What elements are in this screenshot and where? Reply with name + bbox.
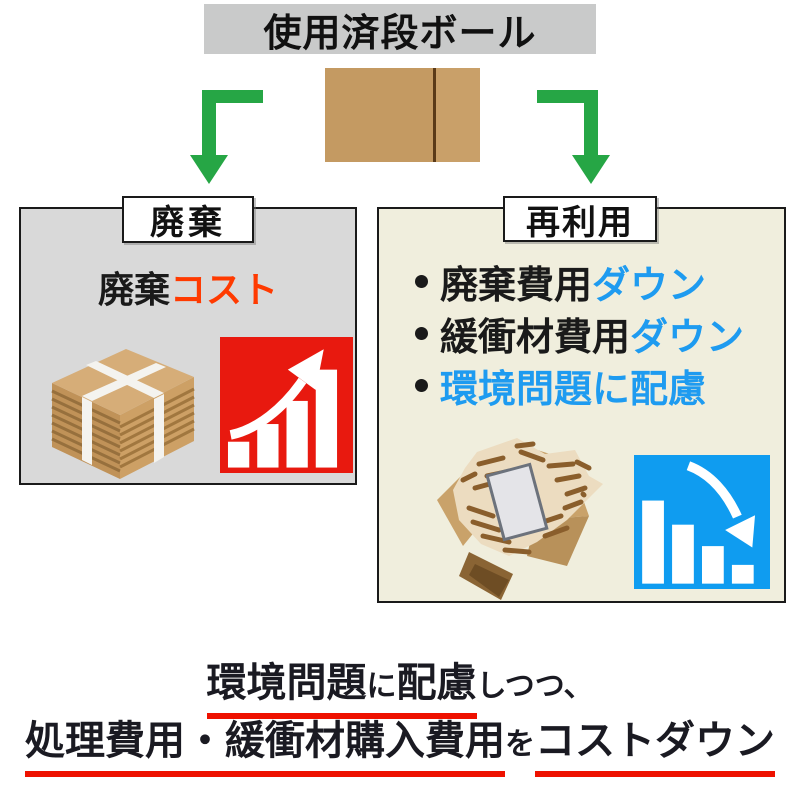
bullet-blue-part: ダウン [592,262,707,307]
bullet-black-part: 緩衝材費用 [440,314,631,359]
cardboard-right-panel [436,68,480,162]
cost-rising-bar-chart-icon [220,337,353,473]
box-with-shredded-cushioning-icon [417,424,617,604]
footer-text: 配慮 [396,660,477,706]
reuse-bullet-list: 廃棄費用ダウン 緩衝材費用ダウン 環境問題に配慮 [415,255,744,411]
flow-arrows [0,80,800,190]
footer-text: に [366,669,397,704]
footer-line2-main: 処理費用・緩衝材購入費用 [25,708,505,777]
header-title: 使用済段ボール [204,4,596,55]
footer-line2-particle: を [505,727,535,762]
disposal-caption: 廃棄コスト [21,261,355,313]
bullet-dot-icon [415,274,428,288]
disposal-panel: 廃棄コスト [19,207,357,485]
footer-line-2: 処理費用・緩衝材購入費用をコストダウン [0,708,800,777]
disposal-caption-black: 廃棄 [97,270,170,311]
bullet-text: 廃棄費用ダウン [440,254,706,309]
bullet-dot-icon [415,326,428,340]
bullet-dot-icon [415,378,428,392]
list-item: 廃棄費用ダウン [415,255,744,307]
bullet-text: 緩衝材費用ダウン [440,306,744,361]
cost-falling-bar-chart-icon [634,455,770,589]
bullet-blue-part: ダウン [630,314,745,359]
disposal-label: 廃棄 [122,196,254,243]
footer-text: 環境問題 [206,660,367,706]
strapped-cardboard-stack-icon [36,331,201,481]
elbow-down-arrow-icon-right [537,90,610,184]
cardboard-crease-line [433,68,436,162]
disposal-caption-red: コスト [170,270,279,311]
footer-line1-underlined: 環境問題に配慮 [206,650,477,719]
reuse-panel: 廃棄費用ダウン 緩衝材費用ダウン 環境問題に配慮 [377,207,786,603]
footer-text: しつつ、 [476,669,594,704]
elbow-down-arrow-icon-left [190,90,263,184]
flattened-cardboard-icon [325,68,480,162]
bullet-black-part: 廃棄費用 [440,262,593,307]
list-item: 環境問題に配慮 [415,359,744,411]
reuse-label: 再利用 [503,196,657,243]
footer-line-1: 環境問題に配慮しつつ、 [0,650,800,719]
bullet-blue-part: 環境問題に配慮 [440,366,707,411]
bullet-text: 環境問題に配慮 [440,358,706,413]
list-item: 緩衝材費用ダウン [415,307,744,359]
footer-line2-highlight: コストダウン [535,708,775,777]
